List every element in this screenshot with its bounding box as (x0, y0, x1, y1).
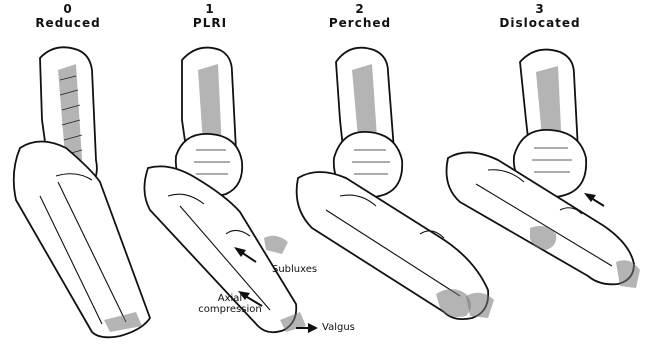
stage-1-elbow (144, 48, 318, 333)
valgus-label: Valgus (322, 322, 355, 333)
subluxes-label: Subluxes (272, 264, 317, 275)
stage-1-valgus-arrowhead (308, 323, 318, 333)
stage-0-elbow (14, 47, 150, 337)
stage-1-radial-head-shading (264, 236, 288, 254)
axial-compression-line1: Axial (192, 293, 268, 304)
stage-0-forearm (14, 142, 150, 338)
stage-2-hand-shading (466, 293, 494, 318)
stage-3-elbow (447, 50, 641, 288)
axial-compression-line2: compression (192, 304, 268, 315)
axial-compression-label: Axial compression (192, 293, 268, 315)
